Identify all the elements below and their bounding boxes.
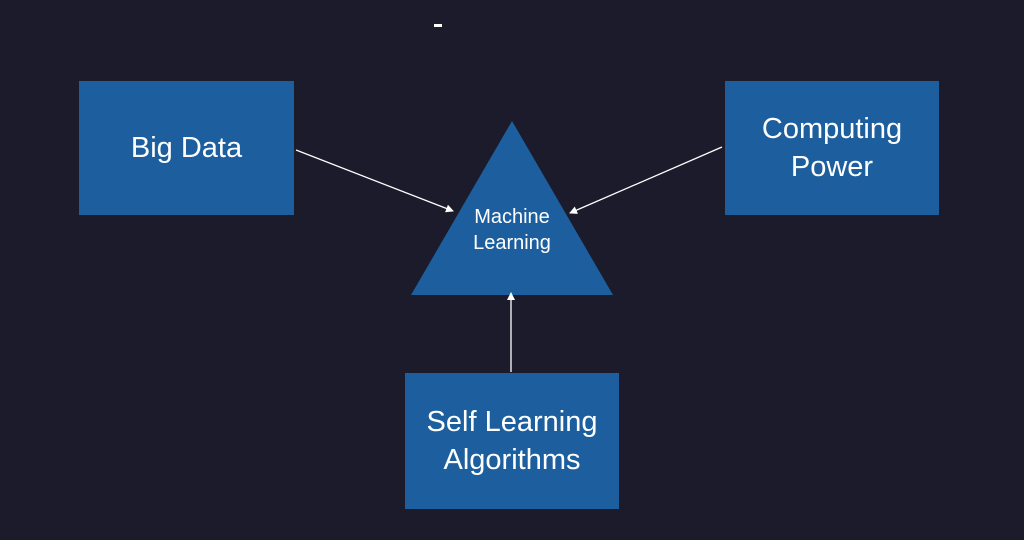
- computing-power-label-line1: Computing: [761, 113, 903, 145]
- arrow-big-data-to-ml: [295, 149, 454, 213]
- computing-power-box: Computing Power: [725, 81, 939, 215]
- machine-learning-triangle: [411, 121, 613, 295]
- self-learning-label-line1: Self Learning: [426, 406, 598, 438]
- big-data-label: Big Data: [130, 132, 243, 164]
- self-learning-box: Self Learning Algorithms: [405, 373, 619, 509]
- top-cut-mark: [434, 24, 442, 27]
- machine-learning-label: Machine Learning: [452, 204, 572, 256]
- arrow-computing-to-ml: [569, 146, 723, 214]
- big-data-box: Big Data: [79, 81, 294, 215]
- machine-learning-label-line1: Machine: [474, 206, 550, 228]
- computing-power-label-line2: Power: [790, 151, 874, 183]
- self-learning-label-line2: Algorithms: [443, 444, 581, 476]
- machine-learning-label-line2: Learning: [473, 232, 551, 254]
